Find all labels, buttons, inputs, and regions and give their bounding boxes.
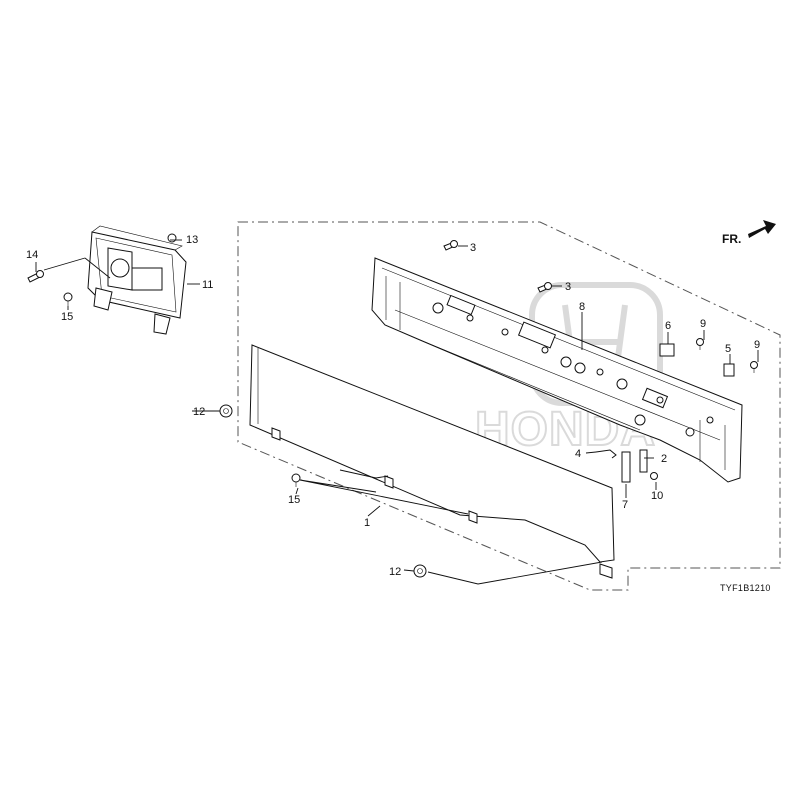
callout-15b: 15 bbox=[288, 494, 300, 506]
diagram-code: TYF1B1210 bbox=[720, 583, 771, 593]
part-13-nut bbox=[167, 233, 177, 243]
callout-10: 10 bbox=[651, 490, 663, 502]
callout-9a: 9 bbox=[700, 318, 706, 330]
part-1-panel bbox=[249, 344, 615, 579]
callout-5: 5 bbox=[725, 343, 731, 355]
callout-15a: 15 bbox=[61, 311, 73, 323]
callout-14: 14 bbox=[26, 249, 38, 261]
callout-12b: 12 bbox=[389, 566, 401, 578]
callout-7: 7 bbox=[622, 499, 628, 511]
part-10-nut bbox=[650, 472, 658, 480]
part-11-module bbox=[87, 225, 187, 335]
direction-label: FR. bbox=[722, 232, 741, 246]
part-2-bracket bbox=[639, 449, 648, 473]
callout-3b: 3 bbox=[565, 281, 571, 293]
part-15-screw-lower bbox=[291, 473, 301, 487]
callout-3a: 3 bbox=[470, 242, 476, 254]
part-4-rod bbox=[595, 449, 617, 459]
callout-2: 2 bbox=[661, 453, 667, 465]
callout-12a: 12 bbox=[193, 406, 205, 418]
part-8-back-panel bbox=[371, 257, 743, 483]
part-6-clip bbox=[659, 343, 675, 357]
leader-lines bbox=[35, 239, 759, 585]
part-3-screw-b bbox=[537, 282, 552, 293]
callout-9b: 9 bbox=[754, 339, 760, 351]
callout-13: 13 bbox=[186, 234, 198, 246]
callout-6: 6 bbox=[665, 320, 671, 332]
part-9-screw-b bbox=[750, 361, 758, 373]
front-arrow-icon bbox=[748, 220, 776, 238]
part-12-nut-a bbox=[219, 404, 233, 418]
part-9-screw-a bbox=[696, 338, 704, 350]
part-14-screw bbox=[27, 270, 44, 283]
part-15-screw bbox=[63, 292, 73, 306]
callout-8: 8 bbox=[579, 301, 585, 313]
callouts: 1 2 3 3 4 5 6 7 8 9 9 10 11 12 12 13 14 … bbox=[26, 234, 760, 578]
part-12-nut-b bbox=[413, 564, 427, 578]
callout-1: 1 bbox=[364, 517, 370, 529]
part-7-bracket bbox=[621, 451, 631, 483]
part-5-clip bbox=[723, 363, 735, 377]
callout-4: 4 bbox=[575, 448, 581, 460]
part-3-screw-a bbox=[443, 240, 458, 251]
callout-11: 11 bbox=[202, 279, 213, 291]
